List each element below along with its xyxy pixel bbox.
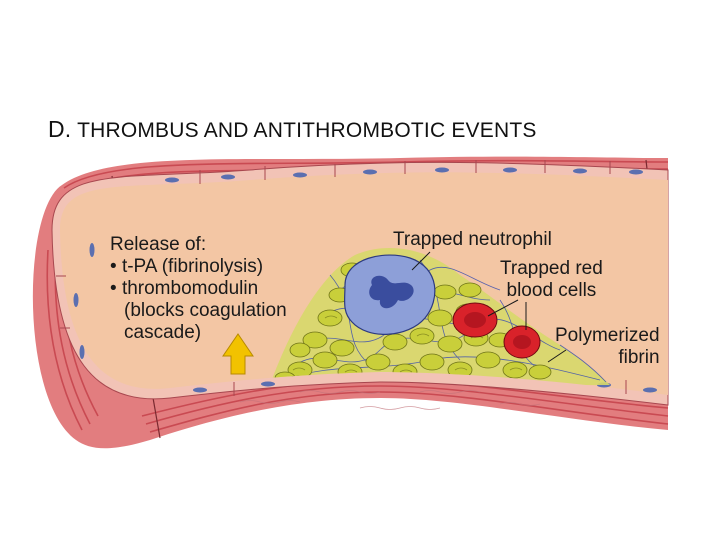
figure-letter: D. bbox=[48, 116, 72, 142]
trapped-rbc-line2: blood cells bbox=[506, 280, 597, 301]
release-label: Release of: t-PA (fibrinolysis) thrombom… bbox=[110, 234, 287, 344]
release-item-tpa: t-PA (fibrinolysis) bbox=[110, 256, 287, 278]
release-item-note-cont: cascade) bbox=[124, 322, 202, 343]
subendothelium-fibres bbox=[239, 390, 541, 410]
release-item-thrombomodulin: thrombomodulin bbox=[110, 278, 287, 300]
polymerized-line2: fibrin bbox=[618, 347, 660, 368]
trapped-rbc-line1: Trapped red bbox=[500, 258, 603, 279]
polymerized-line1: Polymerized bbox=[555, 325, 660, 346]
endothelial-nuclei bbox=[73, 167, 657, 393]
polymerized-fibrin-label: Polymerized fibrin bbox=[555, 325, 660, 369]
neutrophil bbox=[343, 254, 436, 335]
release-item-note: (blocks coagulation bbox=[124, 300, 287, 321]
trapped-neutrophil-label: Trapped neutrophil bbox=[393, 229, 552, 250]
neutrophil-nucleus bbox=[369, 275, 414, 309]
red-blood-cells bbox=[452, 302, 541, 359]
figure-title: D. THROMBUS AND ANTITHROMBOTIC EVENTS bbox=[48, 116, 537, 143]
leader-lines bbox=[411, 251, 567, 363]
release-heading: Release of: bbox=[110, 234, 207, 255]
trapped-rbc-label: Trapped red blood cells bbox=[500, 258, 603, 302]
up-arrow-icon bbox=[222, 333, 254, 375]
figure-title-text: THROMBUS AND ANTITHROMBOTIC EVENTS bbox=[77, 119, 537, 142]
